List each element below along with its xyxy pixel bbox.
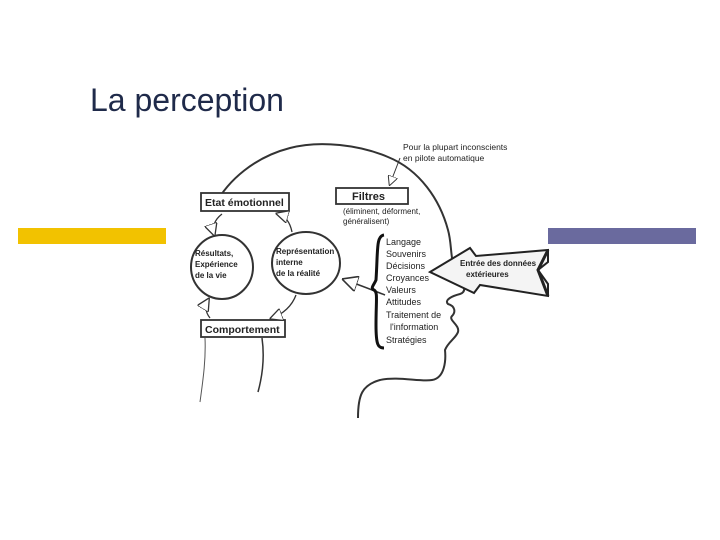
page-title: La perception	[90, 82, 284, 118]
filter-item-4: Croyances	[386, 273, 430, 283]
box-etat-label: Etat émotionnel	[205, 197, 284, 209]
box-etat-emotionnel	[200, 192, 290, 212]
filter-item-7: Traitement de	[386, 310, 441, 320]
note-top-1: Pour la plupart inconscients	[403, 142, 507, 152]
arrow-filters-to-right	[345, 280, 386, 296]
circle-left-1: Résultats,	[195, 249, 233, 258]
box-comportement-label: Comportement	[205, 324, 280, 336]
note-pointer	[390, 157, 401, 184]
accent-bar-left	[18, 228, 166, 244]
circle-left-3: de la vie	[195, 271, 227, 280]
filter-item-3: Décisions	[386, 261, 426, 271]
circle-right-3: de la réalité	[276, 269, 321, 278]
note-top-2: en pilote automatique	[403, 153, 485, 163]
filter-item-5: Valeurs	[386, 285, 416, 295]
filter-item-9: Stratégies	[386, 335, 427, 345]
arrow-etat-to-left	[213, 213, 223, 234]
input-label-1: Entrée des données	[460, 259, 537, 268]
box-filtres-label: Filtres	[352, 191, 385, 203]
box-filtres	[335, 187, 409, 205]
neck-line	[257, 337, 264, 393]
back-line	[199, 337, 206, 403]
input-arrow-hatch	[536, 249, 550, 297]
filtres-sub-2: généralisent)	[343, 217, 390, 226]
input-label-2: extérieures	[466, 270, 509, 279]
circle-right-1: Représentation	[276, 247, 334, 256]
filter-item-6: Attitudes	[386, 297, 422, 307]
filter-item-1: Langage	[386, 237, 421, 247]
filter-item-2: Souvenirs	[386, 249, 427, 259]
arrow-comport-to-left	[206, 300, 211, 319]
circle-representation	[271, 231, 341, 295]
filter-bracket	[370, 233, 385, 350]
arrow-right-to-comport	[272, 294, 297, 318]
filtres-sub-1: (éliminent, déforment,	[343, 207, 420, 216]
box-comportement	[200, 319, 286, 338]
filter-item-8: l'information	[390, 322, 438, 332]
circle-resultats	[190, 234, 254, 300]
circle-left-2: Expérience	[195, 260, 238, 269]
arrow-right-to-etat	[278, 214, 293, 233]
head-outline	[214, 143, 466, 419]
accent-bar-right	[548, 228, 696, 244]
circle-right-2: interne	[276, 258, 303, 267]
